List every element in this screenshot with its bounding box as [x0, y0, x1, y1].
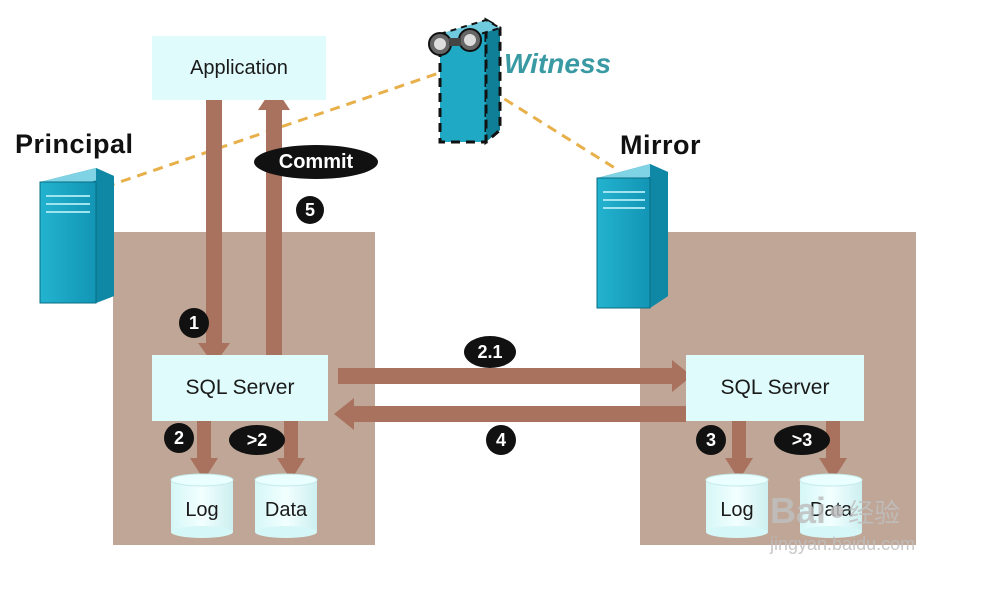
commit-badge: Commit [254, 145, 378, 179]
data-cylinder-right [799, 473, 863, 538]
data-cylinder-left [254, 473, 318, 538]
step-5-badge: 5 [296, 196, 324, 224]
commit-label: Commit [278, 150, 354, 173]
arrow-sql-to-data-right [819, 418, 847, 480]
watermark: Bai ● 经验 jingyan.baidu.com [770, 490, 970, 570]
witness-mirror-link [489, 88, 619, 172]
application-label: Application [190, 56, 288, 79]
witness-server-icon [437, 17, 503, 146]
arrow-sql-to-log-right [725, 418, 753, 480]
arrow-app-to-sql [198, 88, 230, 365]
data-label-right: Data [809, 498, 853, 521]
sql-server-principal-box: SQL Server [152, 355, 328, 421]
paw-icon: ● [828, 494, 847, 527]
step-4-badge: 4 [486, 425, 516, 455]
principal-title: Principal [15, 129, 134, 159]
arrow-sql-to-log-left [190, 418, 218, 480]
sql-server-principal-label: SQL Server [185, 376, 295, 399]
log-cylinder-left [170, 473, 234, 538]
arrow-principal-to-mirror [338, 360, 692, 392]
step-gt2-badge: >2 [229, 425, 285, 455]
step-gt3-badge: >3 [774, 425, 830, 455]
step-2-1-badge: 2.1 [464, 336, 516, 368]
principal-server-icon [39, 168, 114, 304]
log-cylinder-right [705, 473, 769, 538]
log-label-right: Log [720, 498, 754, 521]
sql-server-mirror-box: SQL Server [686, 355, 864, 421]
log-label-left: Log [185, 498, 219, 521]
application-box: Application [152, 36, 326, 100]
arrow-sql-to-data-left [277, 418, 305, 480]
watermark-url: jingyan.baidu.com [770, 534, 916, 554]
sql-server-mirror-label: SQL Server [720, 376, 830, 399]
step-2-badge: 2 [164, 423, 194, 453]
mirror-title: Mirror [620, 130, 702, 160]
watermark-brand: Bai [770, 490, 827, 531]
step-1-badge: 1 [179, 308, 209, 338]
data-label-left: Data [264, 498, 308, 521]
step-3-badge: 3 [696, 425, 726, 455]
watermark-brand-suffix: 经验 [848, 497, 901, 528]
binoculars-icon [428, 28, 482, 56]
arrow-mirror-to-principal [334, 398, 686, 430]
mirror-server-icon [596, 164, 668, 309]
witness-title: Witness [504, 48, 612, 79]
